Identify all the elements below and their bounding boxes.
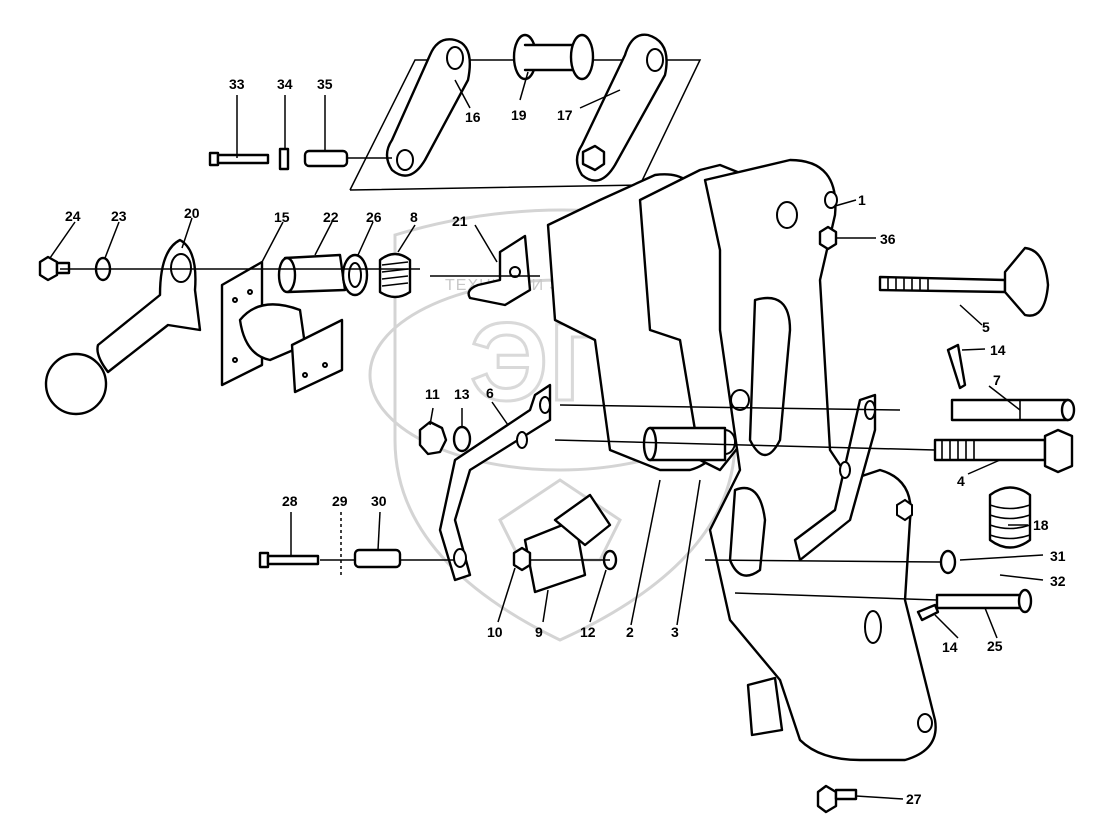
callout-labels: 33 34 35 16 19 17 24 23 20 15 22 26 8 21… [65, 76, 1066, 807]
callout-22: 22 [323, 209, 339, 225]
callout-4: 4 [957, 473, 965, 489]
callout-34: 34 [277, 76, 293, 92]
callout-14a: 14 [990, 342, 1006, 358]
callout-30: 30 [371, 493, 387, 509]
callout-24: 24 [65, 208, 81, 224]
callout-6: 6 [486, 385, 494, 401]
callout-14b: 14 [942, 639, 958, 655]
callout-19: 19 [511, 107, 527, 123]
fastener-group-left [258, 420, 618, 594]
callout-27: 27 [906, 791, 922, 807]
lever-assembly [38, 234, 540, 416]
callout-29: 29 [332, 493, 348, 509]
callout-16: 16 [465, 109, 481, 125]
callout-36: 36 [880, 231, 896, 247]
link-assembly [208, 33, 702, 191]
callout-25: 25 [987, 638, 1003, 654]
callout-8: 8 [410, 209, 418, 225]
callout-7: 7 [993, 372, 1001, 388]
callout-18: 18 [1033, 517, 1049, 533]
callout-12: 12 [580, 624, 596, 640]
callout-28: 28 [282, 493, 298, 509]
callout-15: 15 [274, 209, 290, 225]
callout-1: 1 [858, 192, 866, 208]
leader-lines [49, 71, 1044, 800]
callout-3: 3 [671, 624, 679, 640]
callout-13: 13 [454, 386, 470, 402]
callout-31: 31 [1050, 548, 1066, 564]
callout-26: 26 [366, 209, 382, 225]
callout-9: 9 [535, 624, 543, 640]
callout-35: 35 [317, 76, 333, 92]
callout-5: 5 [982, 319, 990, 335]
main-bracket-assembly [438, 158, 937, 814]
callout-21: 21 [452, 213, 468, 229]
callout-32: 32 [1050, 573, 1066, 589]
callout-17: 17 [557, 107, 573, 123]
callout-10: 10 [487, 624, 503, 640]
callout-20: 20 [184, 205, 200, 221]
callout-2: 2 [626, 624, 634, 640]
fastener-group-right [554, 246, 1076, 622]
callout-23: 23 [111, 208, 127, 224]
callout-11: 11 [425, 386, 440, 402]
callout-33: 33 [229, 76, 245, 92]
